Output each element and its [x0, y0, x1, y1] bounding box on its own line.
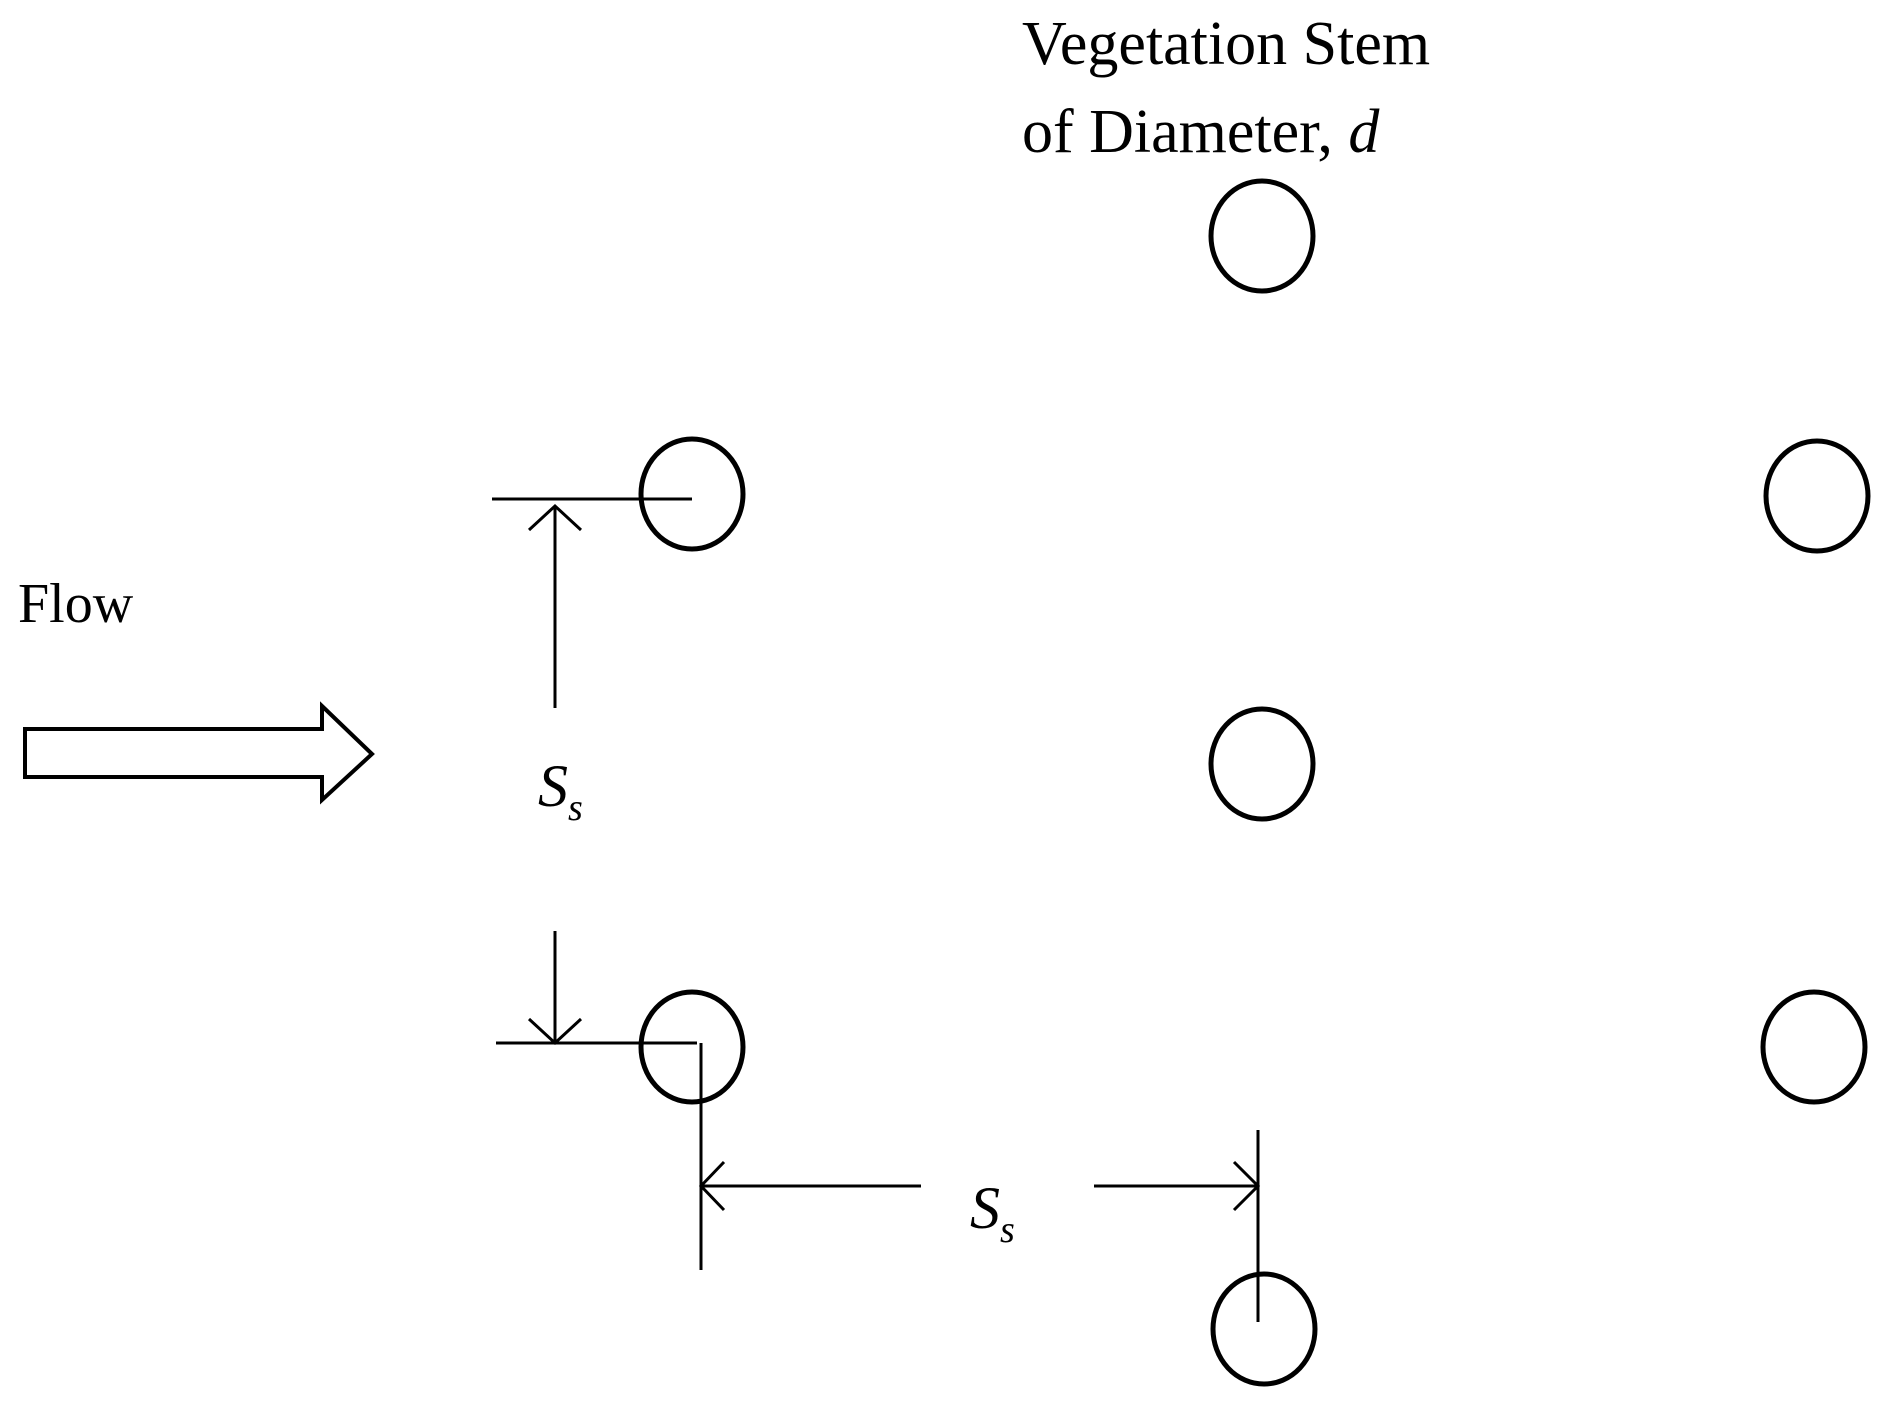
horizontal-dim-left-arrowhead-icon — [698, 1160, 726, 1212]
horizontal-dim-right-arrowhead-icon — [1232, 1160, 1261, 1212]
stem-label-line1: Vegetation Stem — [1022, 10, 1430, 78]
vertical-spacing-subscript: s — [568, 787, 583, 829]
horizontal-spacing-subscript: s — [1000, 1209, 1015, 1251]
stem-upper-left — [638, 436, 746, 552]
vertical-spacing-label: Ss — [538, 753, 583, 829]
stems-group — [638, 178, 1871, 1387]
stem-label-line2: of Diameter, d — [1022, 98, 1380, 166]
vertical-spacing-symbol: S — [538, 753, 568, 819]
flow-arrow-icon — [23, 701, 375, 805]
stem-bottom-middle — [1210, 1271, 1318, 1387]
stem-top-middle — [1208, 178, 1316, 294]
stem-upper-right — [1763, 438, 1871, 554]
vertical-dim-down-arrowhead-icon — [527, 1017, 583, 1046]
stem-lower-left — [638, 989, 746, 1105]
stem-label-prefix: of Diameter, — [1022, 98, 1348, 166]
vertical-dim-up-arrowhead-icon — [527, 503, 583, 532]
stem-label-diameter-symbol: d — [1348, 98, 1380, 166]
vertical-spacing-dimension: Ss — [492, 497, 697, 1046]
stem-lower-right — [1760, 989, 1868, 1105]
stem-center-middle — [1208, 706, 1316, 822]
horizontal-spacing-dimension: Ss — [698, 1043, 1261, 1322]
flow-label: Flow — [18, 573, 134, 635]
horizontal-spacing-symbol: S — [970, 1175, 1000, 1241]
horizontal-spacing-label: Ss — [970, 1175, 1015, 1251]
